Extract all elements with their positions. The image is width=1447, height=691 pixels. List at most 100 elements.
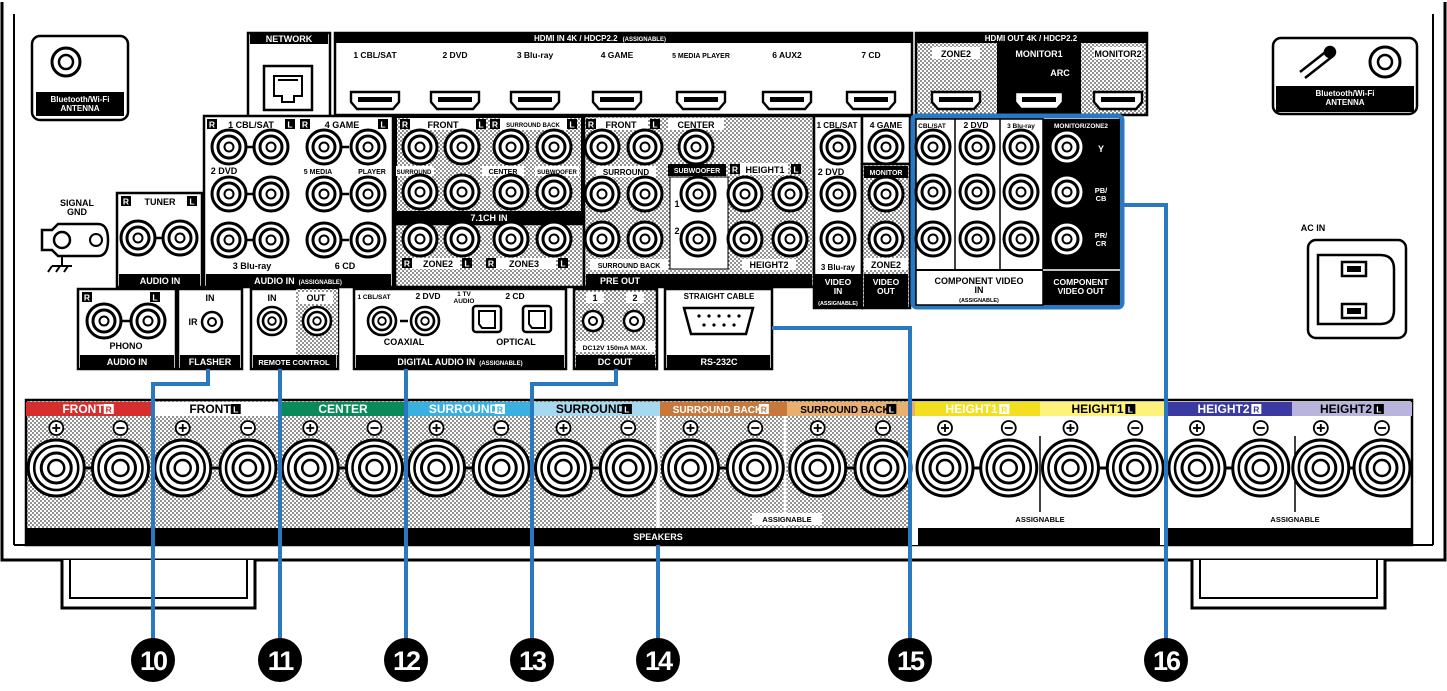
speaker-terminal-positive[interactable] <box>406 438 466 498</box>
ac-inlet[interactable]: AC IN <box>1301 223 1408 340</box>
pre-out-jack[interactable] <box>583 220 621 258</box>
hdmi-in-port[interactable] <box>429 90 481 111</box>
video-jack[interactable] <box>819 220 857 258</box>
in71-jack[interactable] <box>401 173 439 211</box>
audio-in-jack[interactable] <box>252 221 290 259</box>
speaker-terminal-positive[interactable] <box>280 438 340 498</box>
speaker-terminal-positive[interactable] <box>153 438 213 498</box>
optical-1-jack[interactable] <box>471 304 503 334</box>
pre-out-jack[interactable] <box>583 128 621 166</box>
zone-out-jack[interactable] <box>443 220 481 258</box>
component-in-jack[interactable] <box>914 173 952 211</box>
tuner-r-jack[interactable] <box>119 219 157 257</box>
speaker-terminal-negative[interactable] <box>725 438 785 498</box>
audio-in-jack[interactable] <box>305 221 343 259</box>
audio-in-jack[interactable] <box>305 128 343 166</box>
remote-out-jack[interactable] <box>301 305 333 337</box>
in71-jack[interactable] <box>443 173 481 211</box>
hdmi-in-port[interactable] <box>761 90 813 111</box>
audio-in-jack[interactable] <box>349 128 387 166</box>
hdmi-in-port[interactable] <box>845 90 897 111</box>
coaxial-1-jack[interactable] <box>366 305 398 337</box>
rs232c-port[interactable] <box>682 306 755 336</box>
component-in-jack[interactable] <box>1002 128 1040 166</box>
hdmi-out-port[interactable] <box>1092 90 1144 111</box>
video-jack[interactable] <box>819 175 857 213</box>
in71-jack[interactable] <box>535 128 573 166</box>
speaker-terminal-positive[interactable] <box>533 438 593 498</box>
hdmi-in-port[interactable] <box>591 90 643 111</box>
speaker-terminal-positive[interactable] <box>26 438 86 498</box>
network-port[interactable]: NETWORK <box>246 31 332 119</box>
audio-in-jack[interactable] <box>210 175 248 213</box>
component-in-jack[interactable] <box>914 128 952 166</box>
pre-out-jack[interactable] <box>771 220 809 258</box>
speaker-terminal-positive[interactable] <box>660 438 720 498</box>
zone-out-jack[interactable] <box>535 220 573 258</box>
hdmi-out-port[interactable] <box>930 90 982 111</box>
component-in-jack[interactable] <box>1002 173 1040 211</box>
hdmi-in-port[interactable] <box>349 90 401 111</box>
video-jack[interactable] <box>867 175 905 213</box>
remote-in-jack[interactable] <box>256 305 288 337</box>
speaker-terminal-negative[interactable] <box>979 438 1039 498</box>
speaker-terminal-negative[interactable] <box>853 438 913 498</box>
audio-in-jack[interactable] <box>349 175 387 213</box>
pre-out-jack[interactable] <box>771 175 809 213</box>
in71-jack[interactable] <box>401 128 439 166</box>
speaker-terminal-positive[interactable] <box>915 438 975 498</box>
pre-out-jack[interactable] <box>626 175 664 213</box>
component-in-jack[interactable] <box>1002 220 1040 258</box>
zone-out-jack[interactable] <box>492 220 530 258</box>
hdmi-out-port[interactable] <box>1013 90 1065 111</box>
tuner-l-jack[interactable] <box>161 219 199 257</box>
in71-jack[interactable] <box>535 173 573 211</box>
pre-out-jack[interactable] <box>726 175 764 213</box>
optical-2-jack[interactable] <box>521 304 553 334</box>
hdmi-in-port[interactable] <box>509 90 561 111</box>
in71-jack[interactable] <box>443 128 481 166</box>
pre-out-jack[interactable] <box>679 220 717 258</box>
speaker-terminal-negative[interactable] <box>345 438 404 498</box>
in71-jack[interactable] <box>492 128 530 166</box>
phono-r-jack[interactable] <box>85 302 123 340</box>
component-in-jack[interactable] <box>958 128 996 166</box>
speaker-terminal-negative[interactable] <box>1231 438 1291 498</box>
zone-out-jack[interactable] <box>401 220 439 258</box>
speaker-terminal-negative[interactable] <box>471 438 531 498</box>
speaker-terminal-positive[interactable] <box>1040 438 1100 498</box>
speaker-terminal-positive[interactable] <box>1167 438 1227 498</box>
component-out-jack[interactable] <box>1048 128 1086 166</box>
component-out-jack[interactable] <box>1048 173 1086 211</box>
audio-in-jack[interactable] <box>252 175 290 213</box>
audio-in-jack[interactable] <box>349 221 387 259</box>
component-in-jack[interactable] <box>914 220 952 258</box>
video-jack[interactable] <box>819 128 857 166</box>
speaker-terminal-negative[interactable] <box>1352 438 1412 498</box>
video-jack[interactable] <box>867 128 905 166</box>
pre-out-jack[interactable] <box>677 128 715 166</box>
speaker-terminal-negative[interactable] <box>91 438 150 498</box>
pre-out-jack[interactable] <box>626 128 664 166</box>
pre-out-jack[interactable] <box>626 220 664 258</box>
speaker-terminal-positive[interactable] <box>1291 438 1351 498</box>
component-in-jack[interactable] <box>958 220 996 258</box>
in71-jack[interactable] <box>492 173 530 211</box>
speaker-terminal-negative[interactable] <box>1105 438 1165 498</box>
pre-out-jack[interactable] <box>583 175 621 213</box>
pre-out-jack[interactable] <box>679 175 717 213</box>
component-in-jack[interactable] <box>958 173 996 211</box>
audio-in-jack[interactable] <box>305 175 343 213</box>
pre-out-jack[interactable] <box>726 220 764 258</box>
hdmi-in-port[interactable] <box>675 90 727 111</box>
audio-in-jack[interactable] <box>210 221 248 259</box>
coaxial-2-jack[interactable] <box>409 305 441 337</box>
speaker-terminal-negative[interactable] <box>218 438 278 498</box>
component-out-jack[interactable] <box>1048 220 1086 258</box>
audio-in-jack[interactable] <box>252 128 290 166</box>
speaker-terminal-positive[interactable] <box>788 438 848 498</box>
audio-in-jack[interactable] <box>210 128 248 166</box>
